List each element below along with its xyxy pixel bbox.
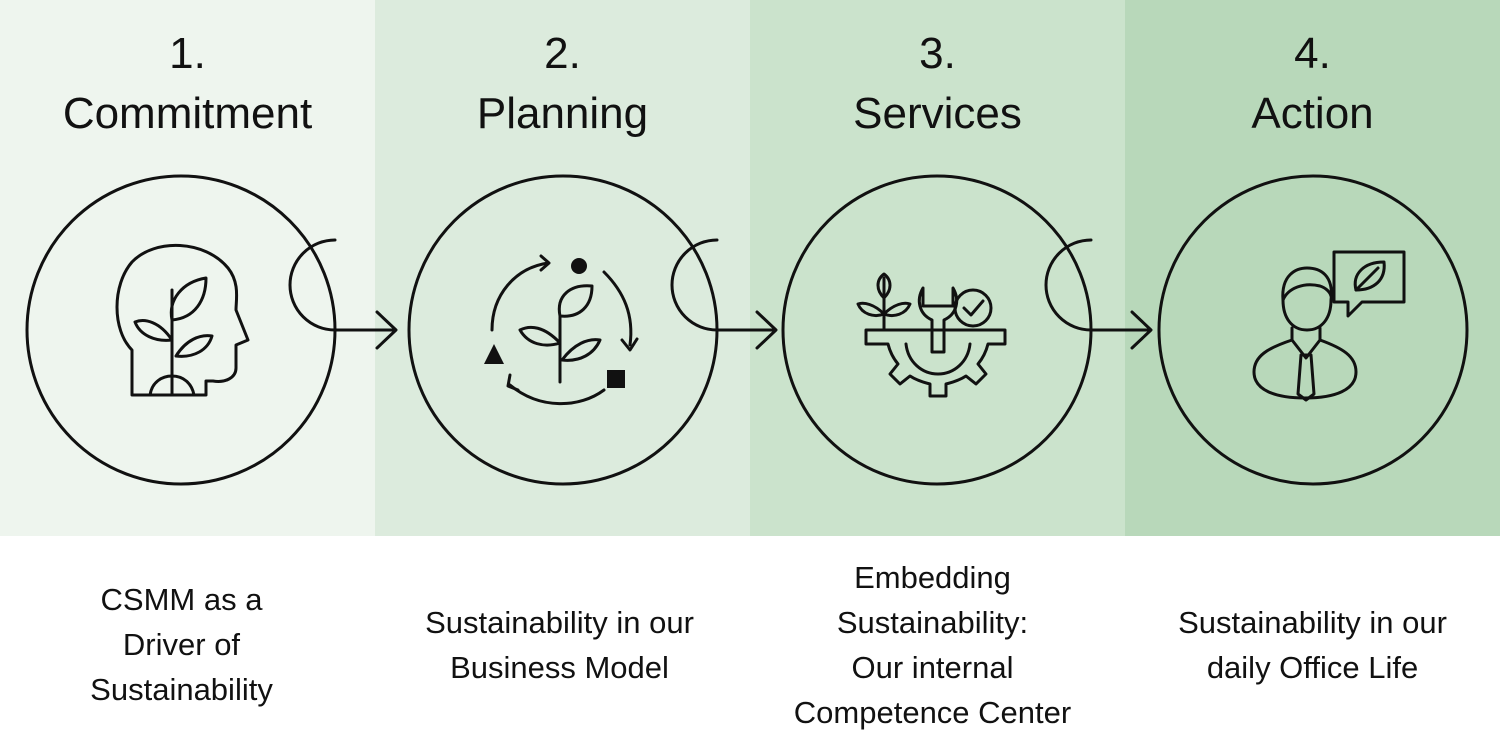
step-3-description: Embedding Sustainability: Our internal C… <box>745 555 1120 735</box>
gear-wrench-plant-icon <box>856 272 1007 398</box>
step-3-number: 3. <box>919 29 956 78</box>
step-2-description-line: Sustainability in our <box>425 605 694 640</box>
cycle-dot <box>571 258 587 274</box>
step-1-description-line: CSMM as a <box>100 582 263 617</box>
connector-1-2 <box>288 238 397 332</box>
step-1-circle <box>25 174 337 486</box>
step-3-background <box>750 0 1125 536</box>
step-4-circle <box>1157 174 1469 486</box>
step-3-description-line: Competence Center <box>793 695 1072 730</box>
connector-2-3 <box>670 238 777 332</box>
step-2-description: Sustainability in our Business Model <box>372 600 747 690</box>
cycle-triangle <box>484 344 504 364</box>
plant-cycle-icon <box>490 254 639 406</box>
step-1-description-line: Sustainability <box>90 672 273 707</box>
step-1-title: Commitment <box>62 89 313 138</box>
step-4-description-line: Sustainability in our <box>1178 605 1447 640</box>
businessman-leaf-bubble-icon <box>1252 250 1406 402</box>
arrow-3-4-icon <box>1130 310 1153 350</box>
step-1-description-line: Driver of <box>122 627 241 662</box>
connector-3-4 <box>1044 238 1152 332</box>
head-plant-icon <box>115 243 250 397</box>
step-4-description: Sustainability in our daily Office Life <box>1125 600 1500 690</box>
step-3-description-line: Our internal <box>851 650 1014 685</box>
step-4-description-line: daily Office Life <box>1206 650 1419 685</box>
step-1-description: CSMM as a Driver of Sustainability <box>0 577 369 712</box>
step-1-background <box>0 0 375 536</box>
step-2-circle <box>407 174 719 486</box>
diagram-artwork <box>25 174 1469 486</box>
step-2-title: Planning <box>476 89 649 138</box>
cycle-square <box>607 370 625 388</box>
step-3-description-line: Sustainability: <box>836 605 1029 640</box>
step-4-number: 4. <box>1294 29 1331 78</box>
step-1-number: 1. <box>169 29 206 78</box>
step-4-title: Action <box>1251 89 1374 138</box>
step-2-number: 2. <box>544 29 581 78</box>
step-3-description-line: Embedding <box>854 560 1011 595</box>
arrow-2-3-icon <box>755 310 778 350</box>
step-2-description-line: Business Model <box>450 650 669 685</box>
arrow-1-2-icon <box>375 310 398 350</box>
step-2-background <box>375 0 750 536</box>
step-3-title: Services <box>853 89 1022 138</box>
